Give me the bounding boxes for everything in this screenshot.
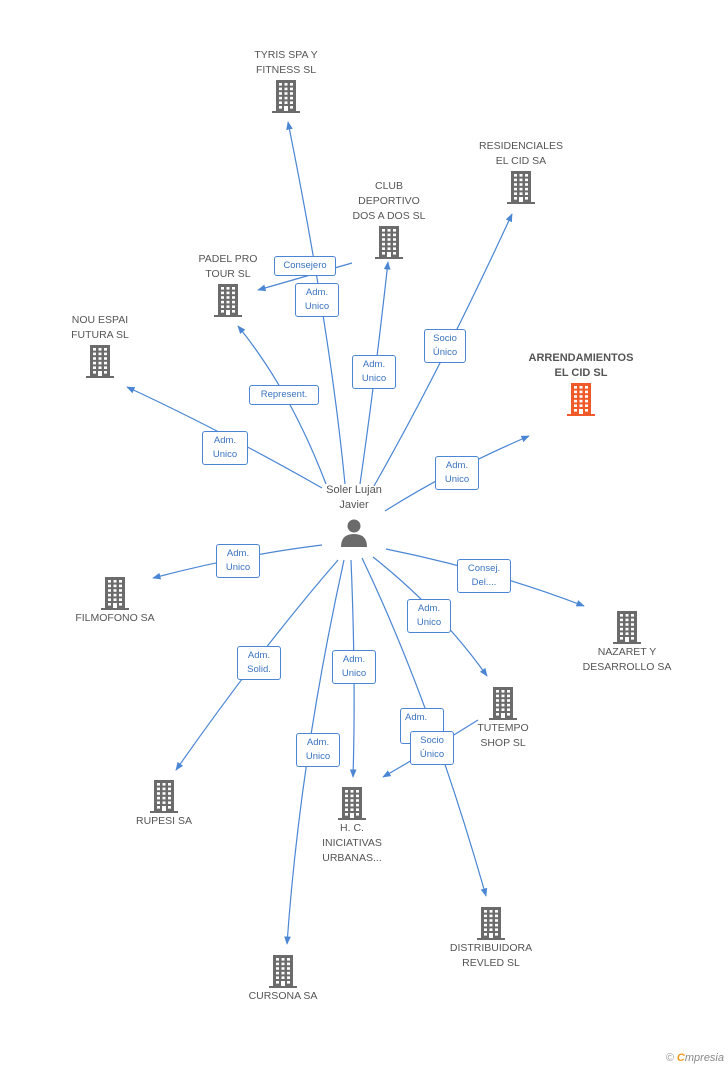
company-label: TYRIS SPA Y FITNESS SL [254,49,318,76]
company-residenciales[interactable]: RESIDENCIALES EL CID SA [460,139,582,205]
relation-label-nazaret[interactable]: Consej. Del.... [457,559,511,593]
relation-label-tutempo[interactable]: Adm. Unico [407,599,451,633]
company-label: ARRENDAMIENTOS EL CID SL [528,352,634,379]
building-icon [86,345,114,378]
building-icon [272,80,300,113]
relation-label-hc[interactable]: Adm. Unico [332,650,376,684]
edge-padel [237,325,327,485]
relation-label-nou[interactable]: Adm. Unico [202,431,248,465]
company-label: CURSONA SA [248,990,318,1002]
company-label: RUPESI SA [135,815,193,827]
building-icon [269,955,297,988]
company-label: PADEL PRO TOUR SL [198,253,258,280]
company-label: RESIDENCIALES EL CID SA [478,140,564,167]
company-rupesi[interactable]: RUPESI SA [114,778,214,829]
relation-label-filmofono[interactable]: Adm. Unico [216,544,260,578]
company-cursona[interactable]: CURSONA SA [228,953,338,1004]
relation-label-arrendamientos[interactable]: Adm. Unico [435,456,479,490]
company-tyris[interactable]: TYRIS SPA Y FITNESS SL [226,48,346,114]
company-label: DISTRIBUIDORA REVLED SL [449,942,533,969]
company-filmofono[interactable]: FILMOFONO SA [55,575,175,626]
building-icon [375,226,403,259]
building-icon [101,577,129,610]
relation-label-hc-socio[interactable]: Socio Único [410,731,454,765]
relation-label-residenciales[interactable]: Socio Único [424,329,466,363]
company-arrendamientos[interactable]: ARRENDAMIENTOS EL CID SL [511,351,651,417]
company-hc[interactable]: H. C. INICIATIVAS URBANAS... [302,785,402,866]
relation-label-tyris[interactable]: Adm. Unico [295,283,339,317]
relation-label-rupesi[interactable]: Adm. Solid. [237,646,281,680]
company-label: NAZARET Y DESARROLLO SA [582,646,672,673]
brand-first-letter: C [676,1052,685,1064]
person-icon [341,519,367,547]
edge-consejero [257,262,353,292]
brand-logo: ©Cmpresia [666,1052,724,1064]
building-icon [477,907,505,940]
brand-name: mpresia [684,1052,724,1064]
company-label: TUTEMPO SHOP SL [477,722,529,749]
building-icon [507,171,535,204]
company-padel[interactable]: PADEL PRO TOUR SL [178,252,278,318]
company-club[interactable]: CLUB DEPORTIVO DOS A DOS SL [329,179,449,260]
relation-label-padel[interactable]: Represent. [249,385,319,405]
company-tutempo[interactable]: TUTEMPO SHOP SL [463,685,543,751]
relation-label-consejero[interactable]: Consejero [274,256,336,276]
company-distribuidora[interactable]: DISTRIBUIDORA REVLED SL [431,905,551,971]
building-icon [338,787,366,820]
building-icon [150,780,178,813]
person-node[interactable]: Soler Lujan Javier [304,483,404,547]
company-label: CLUB DEPORTIVO DOS A DOS SL [352,180,426,222]
company-label: H. C. INICIATIVAS URBANAS... [322,822,382,864]
company-nou[interactable]: NOU ESPAI FUTURA SL [50,313,150,379]
company-label: FILMOFONO SA [75,612,155,624]
building-icon [489,687,517,720]
company-nazaret[interactable]: NAZARET Y DESARROLLO SA [567,609,687,675]
copyright-symbol: © [665,1052,674,1064]
building-icon [567,383,595,416]
building-icon [613,611,641,644]
relation-label-cursona[interactable]: Adm. Unico [296,733,340,767]
company-label: NOU ESPAI FUTURA SL [71,314,129,341]
relation-label-club[interactable]: Adm. Unico [352,355,396,389]
person-name: Soler Lujan Javier [326,484,382,511]
building-icon [214,284,242,317]
